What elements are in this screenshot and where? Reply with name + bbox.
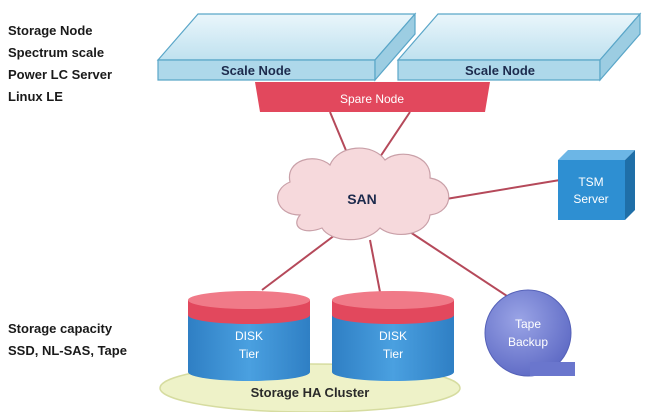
disk-right-label-line2: Tier — [383, 347, 403, 361]
san-cloud: SAN — [277, 147, 450, 241]
disk-tier-left: DISK Tier — [188, 291, 310, 381]
tape-backup-label-line1: Tape — [515, 317, 541, 331]
tape-backup-label-line2: Backup — [508, 335, 548, 349]
san-label: SAN — [347, 191, 377, 207]
storage-capacity-description: Storage capacity SSD, NL-SAS, Tape — [8, 318, 127, 362]
spare-node: Spare Node — [255, 82, 490, 112]
scale-node-left-label: Scale Node — [221, 63, 291, 78]
scale-node-right-label: Scale Node — [465, 63, 535, 78]
disk-left-label-line1: DISK — [235, 329, 263, 343]
tsm-server: TSM Server — [558, 150, 635, 220]
disk-tier-right: DISK Tier — [332, 291, 454, 381]
disk-left-label-line2: Tier — [239, 347, 259, 361]
label-line: Spectrum scale — [8, 45, 105, 60]
spare-node-label: Spare Node — [340, 92, 404, 106]
connector-lines — [261, 111, 561, 299]
label-line: Storage capacity — [8, 321, 113, 336]
storage-ha-cluster-label: Storage HA Cluster — [251, 385, 370, 400]
scale-node-right: Scale Node — [396, 12, 642, 82]
tape-backup: Tape Backup — [484, 289, 575, 377]
connector-line — [377, 111, 411, 161]
label-line: Power LC Server — [8, 67, 113, 82]
tsm-server-label-line1: TSM — [578, 175, 603, 189]
tsm-server-label-line2: Server — [573, 192, 608, 206]
connector-line — [369, 239, 381, 293]
label-line: Storage Node — [8, 23, 93, 38]
connector-line — [261, 234, 336, 291]
label-line: Linux LE — [8, 89, 63, 104]
label-line: SSD, NL-SAS, Tape — [8, 343, 127, 358]
scale-node-left: Scale Node — [156, 12, 417, 82]
connector-line — [439, 179, 561, 201]
disk-right-label-line1: DISK — [379, 329, 407, 343]
connector-line — [409, 231, 511, 299]
storage-node-description: Storage Node Spectrum scale Power LC Ser… — [8, 20, 112, 108]
